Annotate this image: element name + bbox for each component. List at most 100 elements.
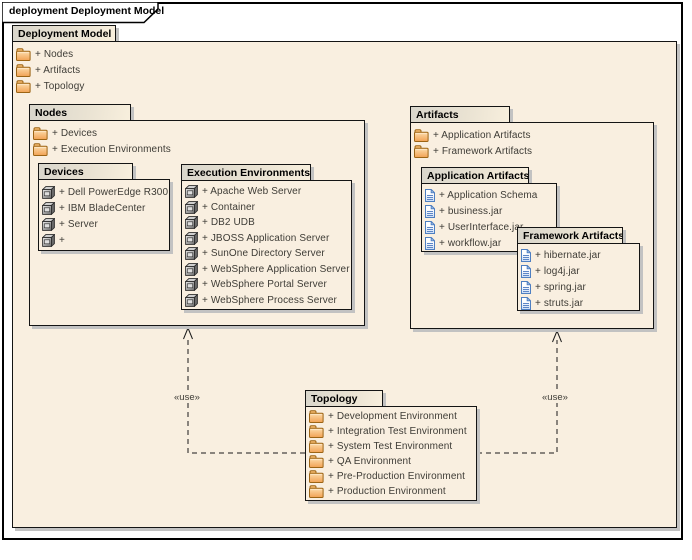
package-item[interactable]: + Integration Test Environment	[306, 424, 476, 439]
artifact-file-icon	[425, 204, 435, 218]
package-item[interactable]: + QA Environment	[306, 454, 476, 469]
package-item[interactable]: + Dell PowerEdge R300	[39, 184, 169, 200]
package-item[interactable]: + struts.jar	[518, 295, 639, 310]
artifact-file-icon	[425, 188, 435, 202]
artifact-file-icon	[521, 248, 531, 262]
package-item-label: + Application Schema	[439, 189, 538, 201]
package-item-label: + Artifacts	[35, 64, 81, 76]
package-item-label: + IBM BladeCenter	[59, 202, 146, 214]
package-item[interactable]: + Container	[182, 200, 351, 216]
artifact-file-icon	[425, 220, 435, 234]
package-tab-artifacts[interactable]: Artifacts	[410, 106, 510, 123]
device-node-icon	[185, 216, 198, 230]
package-item[interactable]: + Apache Web Server	[182, 184, 351, 200]
artifact-file-icon	[521, 296, 531, 310]
package-body-devices: + Dell PowerEdge R300 + IBM BladeCenter	[38, 179, 170, 251]
package-item[interactable]: + System Test Environment	[306, 439, 476, 454]
folder-icon	[309, 440, 324, 453]
package-item-label: + System Test Environment	[328, 441, 453, 452]
artifact-file-icon	[521, 280, 531, 294]
package-item-label: + WebSphere Process Server	[202, 294, 337, 306]
device-node-icon	[185, 200, 198, 214]
package-item-label: + spring.jar	[535, 281, 586, 293]
diagram-frame-tab	[2, 2, 159, 24]
package-item[interactable]: + Development Environment	[306, 409, 476, 424]
package-tab-application-artifacts[interactable]: Application Artifacts	[421, 167, 529, 184]
package-item[interactable]: + WebSphere Application Server	[182, 262, 351, 278]
folder-icon	[309, 455, 324, 468]
package-item[interactable]: + Production Environment	[306, 484, 476, 499]
package-item[interactable]: + Server	[39, 216, 169, 232]
package-item-label: + Execution Environments	[52, 143, 171, 155]
package-item[interactable]: + log4j.jar	[518, 263, 639, 279]
package-item[interactable]: + WebSphere Process Server	[182, 293, 351, 309]
package-tab-deployment-model[interactable]: Deployment Model	[12, 25, 116, 42]
package-item[interactable]: +	[39, 232, 169, 248]
package-item-label: +	[59, 234, 65, 246]
package-item[interactable]: + Application Artifacts	[411, 127, 653, 143]
package-body-framework-artifacts: + hibernate.jar + log4j.jar + spring.jar	[517, 243, 640, 311]
package-item-label: + Topology	[35, 80, 85, 92]
package-tab-topology[interactable]: Topology	[305, 390, 383, 407]
device-node-icon	[185, 185, 198, 199]
package-item[interactable]: + DB2 UDB	[182, 215, 351, 231]
package-item-label: + Nodes	[35, 48, 74, 60]
folder-icon	[309, 425, 324, 438]
package-item-label: + workflow.jar	[439, 237, 502, 249]
package-item-label: + business.jar	[439, 205, 503, 217]
folder-icon	[33, 142, 48, 156]
package-item[interactable]: + Devices	[30, 125, 364, 141]
package-item-label: + struts.jar	[535, 297, 584, 309]
package-item[interactable]: + hibernate.jar	[518, 247, 639, 263]
package-item[interactable]: + JBOSS Application Server	[182, 231, 351, 247]
artifact-file-icon	[521, 264, 531, 278]
package-item-label: + SunOne Directory Server	[202, 248, 325, 260]
package-item[interactable]: + workflow.jar	[422, 235, 556, 251]
package-item[interactable]: + spring.jar	[518, 279, 639, 295]
device-node-icon	[185, 262, 198, 276]
package-item-label: + Dell PowerEdge R300	[59, 186, 169, 198]
package-item[interactable]: + Pre-Production Environment	[306, 469, 476, 484]
package-item-label: + UserInterface.jar	[439, 221, 524, 233]
package-item[interactable]: + WebSphere Portal Server	[182, 277, 351, 293]
package-item[interactable]: + IBM BladeCenter	[39, 200, 169, 216]
diagram-frame	[2, 2, 683, 540]
folder-icon	[16, 79, 31, 93]
folder-icon	[16, 63, 31, 77]
device-node-icon	[185, 231, 198, 245]
package-item[interactable]: + Artifacts	[13, 62, 676, 78]
artifact-file-icon	[425, 236, 435, 250]
package-item-label: + Apache Web Server	[202, 186, 302, 198]
use-dependency-topology-to-artifacts[interactable]	[477, 330, 562, 454]
folder-icon	[309, 410, 324, 423]
diagram-frame-label: deployment Deployment Model	[9, 5, 165, 17]
package-item-label: + JBOSS Application Server	[202, 232, 330, 244]
package-tab-framework-artifacts[interactable]: Framework Artifacts	[517, 227, 623, 244]
package-item[interactable]: + Application Schema	[422, 187, 556, 203]
package-item[interactable]: + business.jar	[422, 203, 556, 219]
folder-icon	[309, 485, 324, 498]
use-dependency-topology-to-nodes[interactable]	[183, 327, 306, 454]
device-node-icon	[42, 201, 55, 215]
folder-icon	[414, 144, 429, 158]
package-item[interactable]: + Execution Environments	[30, 141, 364, 157]
package-tab-devices[interactable]: Devices	[38, 163, 133, 180]
package-item[interactable]: + Nodes	[13, 46, 676, 62]
folder-icon	[414, 128, 429, 142]
package-item[interactable]: + SunOne Directory Server	[182, 246, 351, 262]
package-tab-execution-environments[interactable]: Execution Environments	[181, 164, 311, 181]
package-item-label: + DB2 UDB	[202, 217, 255, 229]
package-item[interactable]: + UserInterface.jar	[422, 219, 556, 235]
package-item-label: + Server	[59, 218, 98, 230]
package-item[interactable]: + Framework Artifacts	[411, 143, 653, 159]
package-tab-nodes[interactable]: Nodes	[29, 104, 131, 121]
package-item[interactable]: + Topology	[13, 78, 676, 94]
folder-icon	[309, 470, 324, 483]
package-item-label: + Integration Test Environment	[328, 426, 467, 437]
device-node-icon	[42, 217, 55, 231]
package-item-label: + QA Environment	[328, 456, 412, 467]
use-stereotype-label-left: «use»	[172, 392, 202, 403]
device-node-icon	[42, 185, 55, 199]
